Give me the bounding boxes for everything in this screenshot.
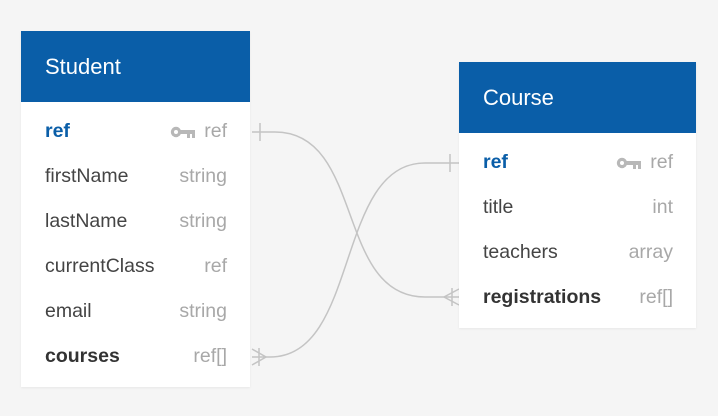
field-row-registrations[interactable]: registrations ref[]	[459, 275, 696, 320]
entity-fields: ref ref title int teachers ar	[459, 133, 696, 328]
connector-student-ref-to-course-registrations	[252, 131, 459, 298]
entity-fields: ref ref firstName string lastName	[21, 102, 250, 387]
field-row-lastname[interactable]: lastName string	[21, 199, 250, 244]
field-type: ref	[204, 255, 227, 277]
field-name: currentClass	[45, 255, 155, 277]
field-type: ref[]	[193, 345, 227, 367]
entity-header: Course	[459, 62, 696, 133]
field-type-label: ref	[204, 120, 227, 142]
field-row-currentclass[interactable]: currentClass ref	[21, 244, 250, 289]
field-type: ref[]	[639, 286, 673, 308]
field-row-ref[interactable]: ref ref	[459, 140, 696, 185]
field-name: email	[45, 300, 92, 322]
connector-student-courses-to-course-ref	[252, 162, 459, 358]
field-type: int	[652, 196, 673, 218]
connector-many-marker	[442, 288, 460, 306]
field-row-firstname[interactable]: firstName string	[21, 154, 250, 199]
field-type: string	[179, 300, 227, 322]
field-row-email[interactable]: email string	[21, 289, 250, 334]
field-name: firstName	[45, 165, 129, 187]
field-type: ref	[616, 151, 673, 174]
entity-student[interactable]: Student ref ref firstName string	[21, 31, 250, 387]
field-type-label: ref	[650, 151, 673, 173]
field-name: registrations	[483, 286, 602, 308]
entity-title: Course	[483, 84, 554, 110]
field-name: lastName	[45, 210, 128, 232]
entity-header: Student	[21, 31, 250, 102]
field-name: teachers	[483, 241, 558, 263]
field-row-title[interactable]: title int	[459, 185, 696, 230]
field-type: string	[179, 210, 227, 232]
connector-many-marker	[251, 348, 268, 366]
key-icon	[616, 156, 642, 170]
field-type: ref	[170, 120, 227, 143]
field-name: courses	[45, 345, 120, 367]
field-type: string	[179, 165, 227, 187]
key-icon	[170, 125, 196, 139]
field-name: title	[483, 196, 514, 218]
entity-course[interactable]: Course ref ref title int	[459, 62, 696, 328]
field-name: ref	[45, 120, 70, 142]
field-type: array	[628, 241, 673, 263]
entity-title: Student	[45, 53, 121, 79]
field-name: ref	[483, 151, 508, 173]
field-row-courses[interactable]: courses ref[]	[21, 334, 250, 379]
field-row-ref[interactable]: ref ref	[21, 109, 250, 154]
field-row-teachers[interactable]: teachers array	[459, 230, 696, 275]
